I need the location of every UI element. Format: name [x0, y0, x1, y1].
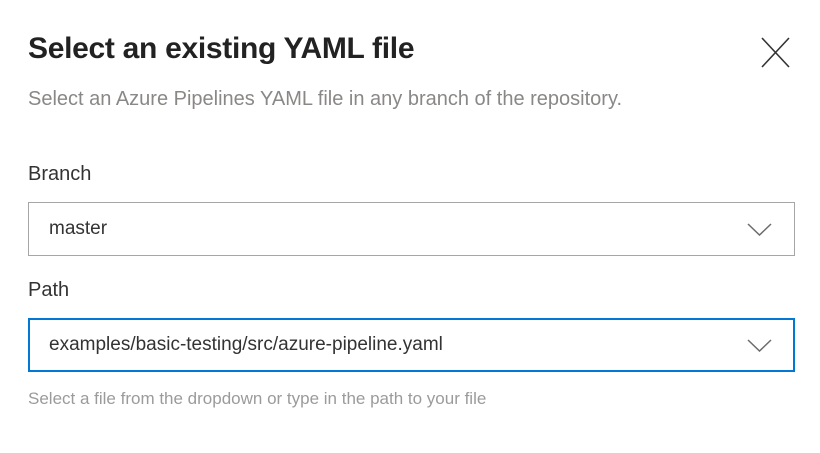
chevron-down-icon[interactable] — [747, 222, 772, 236]
path-label: Path — [28, 279, 70, 301]
path-dropdown[interactable] — [28, 318, 795, 372]
branch-label: Branch — [28, 163, 92, 185]
dialog-header: Select an existing YAML file — [28, 30, 795, 73]
dialog-title: Select an existing YAML file — [28, 32, 415, 65]
branch-input[interactable] — [49, 218, 735, 240]
dialog-subtitle: Select an Azure Pipelines YAML file in a… — [28, 88, 623, 110]
close-button[interactable] — [756, 32, 795, 73]
branch-dropdown[interactable] — [28, 202, 795, 256]
path-input[interactable] — [49, 334, 735, 356]
chevron-down-icon[interactable] — [747, 338, 772, 352]
path-helper-text: Select a file from the dropdown or type … — [28, 389, 487, 408]
close-icon — [760, 37, 791, 72]
